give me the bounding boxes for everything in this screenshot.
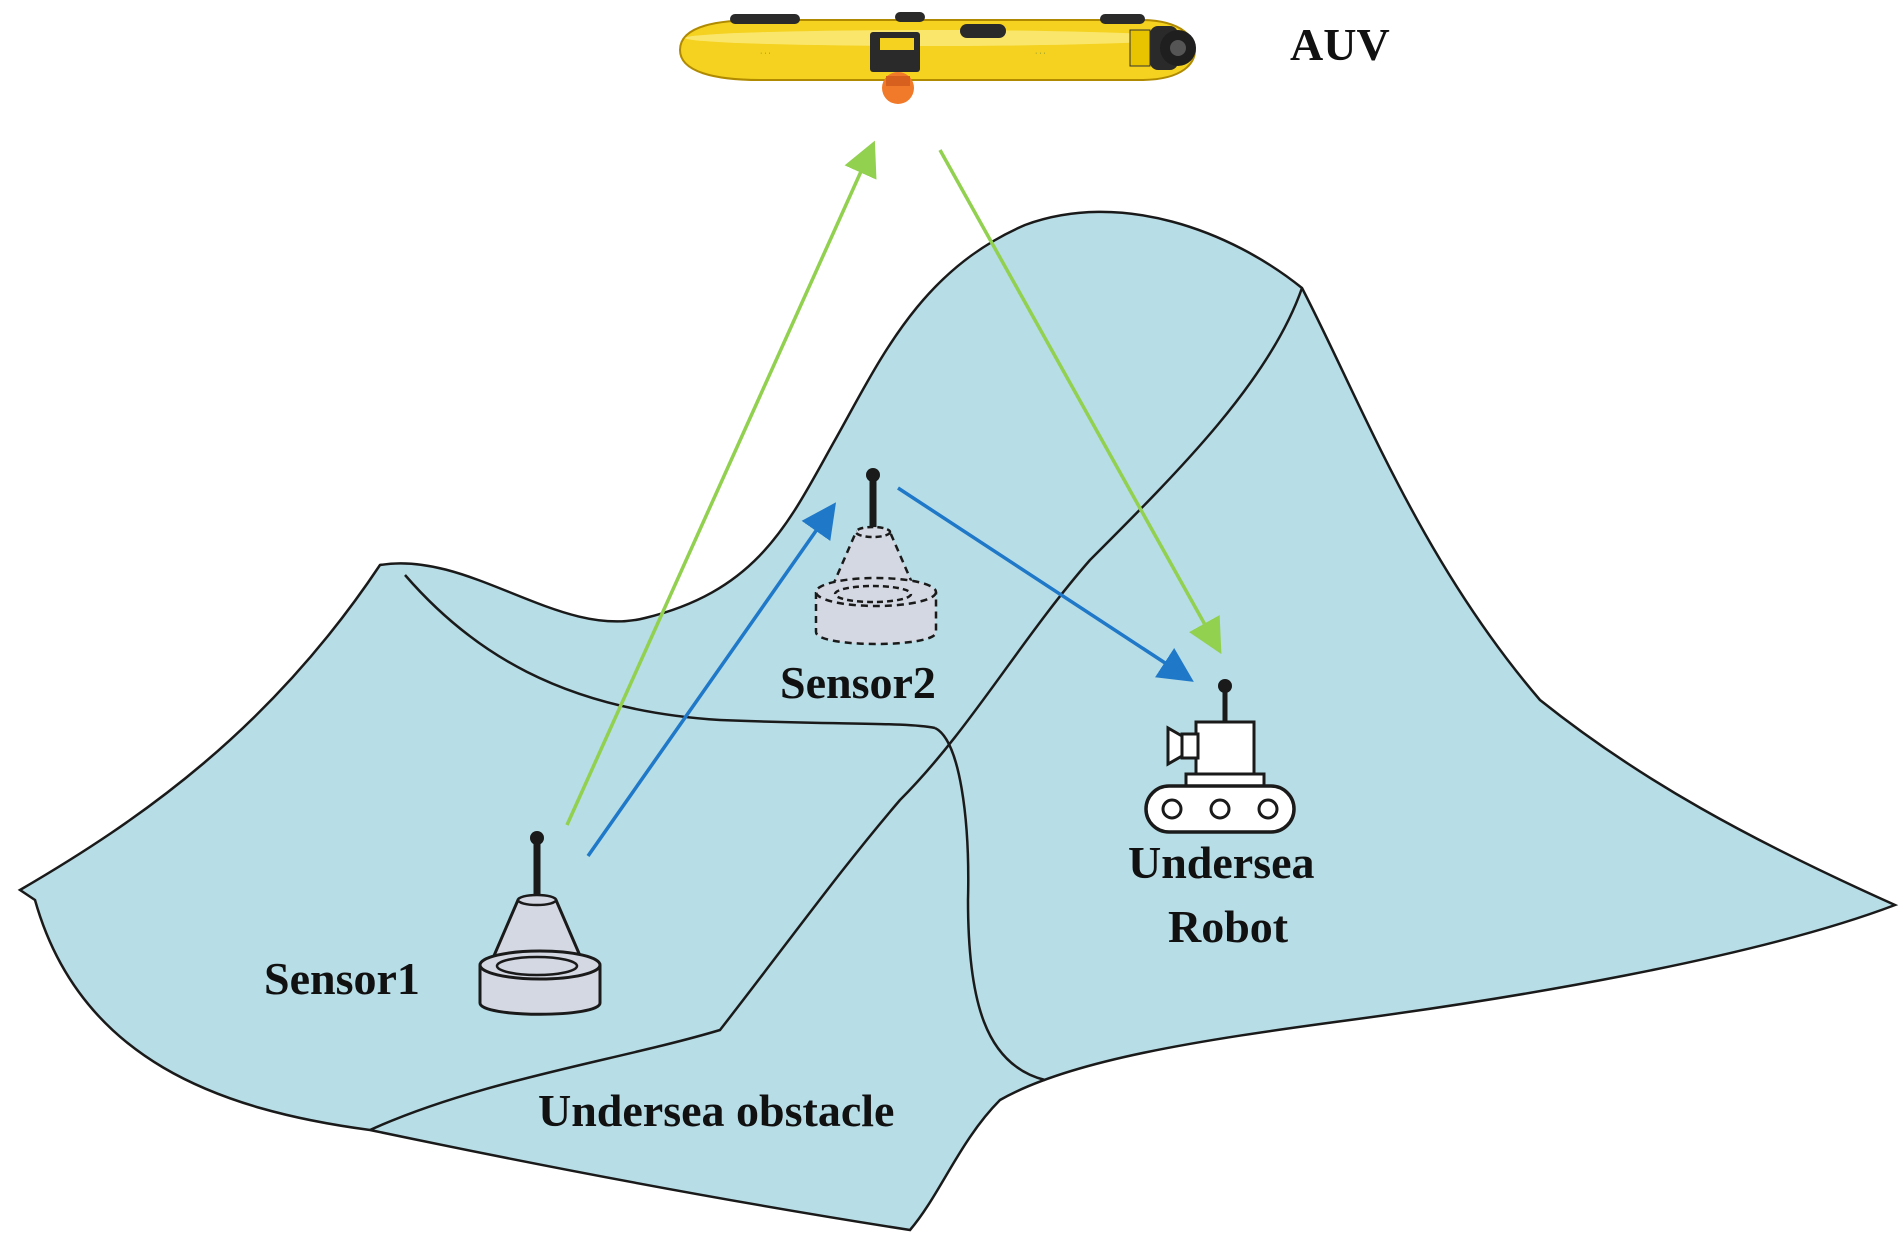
sensor-buoy-icon [478, 831, 602, 1016]
seabed-surface [17, 210, 1899, 1232]
auv-to-robot-arrow [938, 149, 1222, 655]
robot-label-line1: Undersea [1128, 837, 1315, 888]
sensor1-label: Sensor1 [264, 953, 420, 1004]
mountain-ridge-contour [369, 287, 1304, 1132]
auv-label: AUV [1290, 19, 1390, 70]
communication-links [565, 140, 1222, 858]
svg-text:· · ·: · · · [1035, 50, 1046, 57]
sensor1-to-sensor2-arrow [586, 502, 837, 858]
seabed-terrain [17, 210, 1899, 1232]
obstacle-contour [934, 726, 1046, 1082]
sensor1-to-auv-arrow [565, 140, 877, 826]
svg-text:· · ·: · · · [760, 50, 771, 57]
crawler-robot-icon [1144, 679, 1296, 834]
obstacle-label: Undersea obstacle [538, 1085, 894, 1136]
robot-label-line2: Robot [1168, 901, 1289, 952]
sensor-buoy-dashed-icon [814, 468, 938, 646]
auv-vehicle-icon: · · · · · · [678, 12, 1197, 104]
sensor2-label: Sensor2 [780, 657, 936, 708]
sensor2-to-robot-arrow [897, 486, 1194, 682]
